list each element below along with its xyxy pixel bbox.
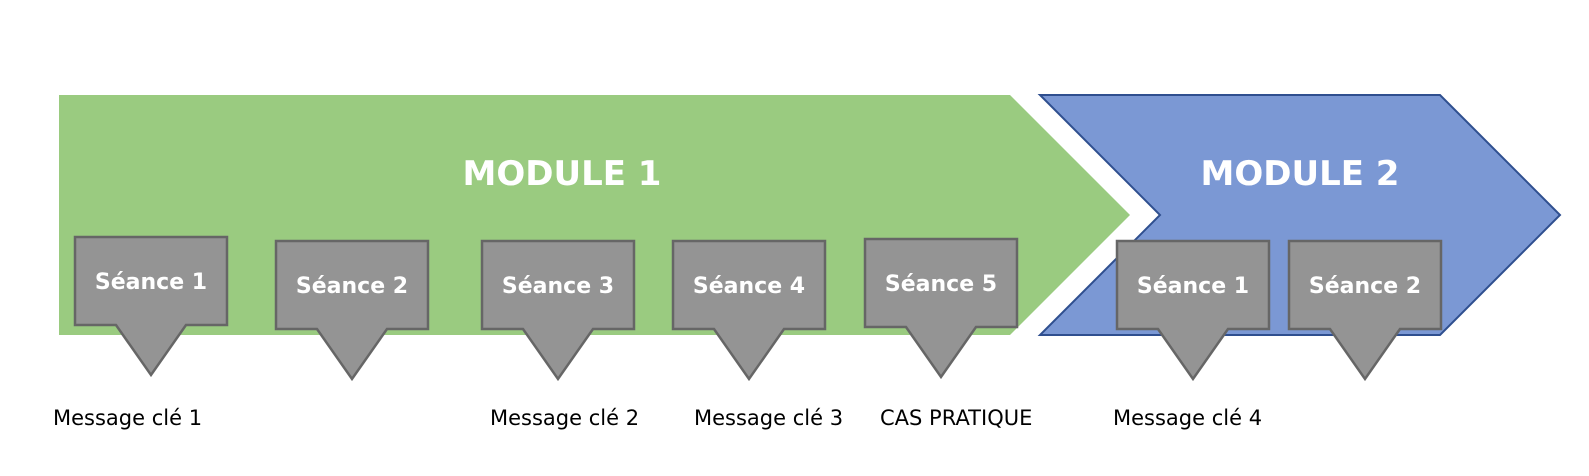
message-key-1: Message clé 1 — [53, 406, 203, 430]
module-1-seance-5-callout — [863, 237, 1019, 380]
module-1-seance-1-callout — [73, 235, 229, 378]
module-1-seance-2-callout — [274, 239, 430, 382]
module-1-seance-1-label: Séance 1 — [95, 270, 207, 295]
module-1-seance-2-label: Séance 2 — [296, 274, 408, 299]
module-1-seance-3-callout — [480, 239, 636, 382]
module-1-label: MODULE 1 — [463, 154, 662, 194]
message-key-2: Message clé 2 — [490, 406, 640, 430]
module-2-seance-2-label: Séance 2 — [1309, 274, 1421, 299]
module-1-seance-4-label: Séance 4 — [693, 274, 805, 299]
module-2-seance-1-label: Séance 1 — [1137, 274, 1249, 299]
module-2-label: MODULE 2 — [1201, 154, 1400, 194]
module-1-seance-5-label: Séance 5 — [885, 272, 997, 297]
module-2-seance-1-callout — [1115, 239, 1271, 382]
message-key-3: Message clé 3 — [694, 406, 844, 430]
practical-case-message: CAS PRATIQUE — [880, 406, 1033, 430]
message-key-4: Message clé 4 — [1113, 406, 1263, 430]
module-2-seance-2-callout — [1287, 239, 1443, 382]
module-1-seance-4-callout — [671, 239, 827, 382]
module-1-seance-3-label: Séance 3 — [502, 274, 614, 299]
